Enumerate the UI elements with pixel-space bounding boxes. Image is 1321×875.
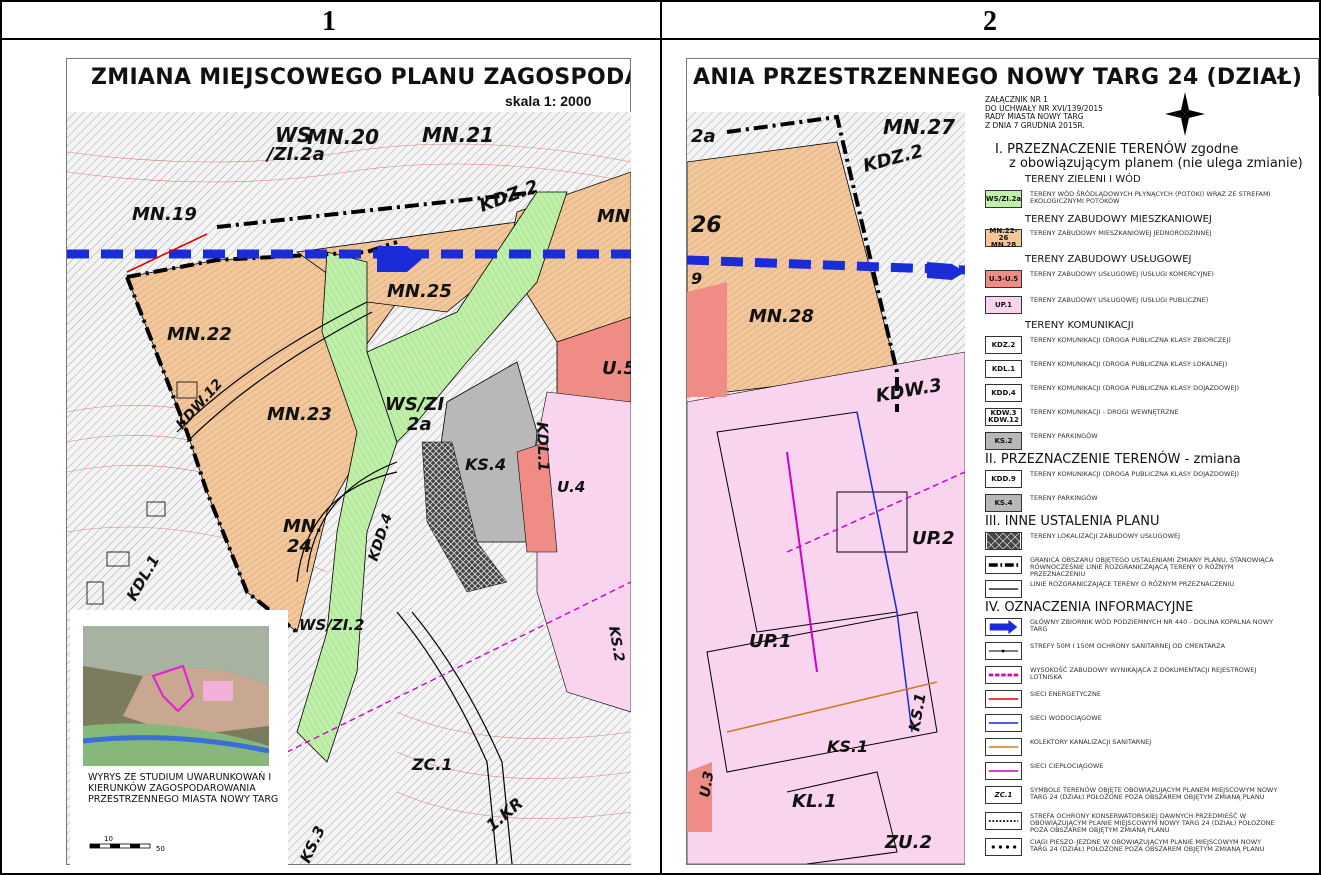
legend-item: WYSOKOŚĆ ZABUDOWY WYNIKAJĄCA Z DOKUMENTA… <box>985 666 1305 688</box>
label-zu2: ZU.2 <box>884 832 932 853</box>
label-ws-zl-top: WS <box>275 123 311 147</box>
legend-section-2: II. PRZEZNACZENIE TERENÓW - zmiana <box>985 452 1241 467</box>
inset-map[interactable] <box>83 626 269 766</box>
legend-item: KS.4 TERENY PARKINGÓW <box>985 494 1305 516</box>
legend-item: MN.22-26 MN.28 TERENY ZABUDOWY MIESZKANI… <box>985 227 1305 251</box>
boundary-line-icon <box>985 580 1022 598</box>
heating-line-icon <box>985 762 1022 780</box>
power-line-icon <box>985 690 1022 708</box>
label-ws-zl-center-2: 2a <box>407 414 432 435</box>
legend-item: CIĄGI PIESZO-JEZDNE W OBOWIĄZUJĄCYM PLAN… <box>985 838 1305 860</box>
legend-item: GŁÓWNY ZBIORNIK WÓD PODZIEMNYCH NR 440 -… <box>985 618 1305 640</box>
label-up1: UP.1 <box>749 631 792 652</box>
legend-group-service: TERENY ZABUDOWY USŁUGOWEJ <box>1025 254 1192 265</box>
label-zc1: ZC.1 <box>411 755 453 774</box>
legend-section-3: III. INNE USTALENIA PLANU <box>985 514 1160 529</box>
scalebar-end: 50 <box>156 845 165 853</box>
legend-item: STREFY 50m I 150m OCHRONY SANITARNEJ OD … <box>985 642 1305 664</box>
label-mn20: MN.20 <box>307 125 379 149</box>
right-map[interactable]: MN.27 KDZ.2 2a 26 9 MN.28 KDW.3 UP.2 UP.… <box>687 112 965 864</box>
legend-item: GRANICA OBSZARU OBJĘTEGO USTALENIAMI ZMI… <box>985 556 1305 578</box>
label-ks4: KS.4 <box>465 455 506 474</box>
panel-divider <box>660 0 662 875</box>
legend-item: STREFA OCHRONY KONSERWATORSKIEJ DAWNYCH … <box>985 812 1305 834</box>
legend-item: KOLEKTORY KANALIZACJI SANITARNEJ <box>985 738 1305 760</box>
legend-item: WS/ZI.2a TERENY WÓD ŚRÓDLĄDOWYCH PŁYNĄCY… <box>985 190 1305 212</box>
label-26: 26 <box>691 213 722 238</box>
label-kl1: KL.1 <box>792 791 837 812</box>
legend-section-1: I. PRZEZNACZENIE TERENÓW zgodne <box>995 142 1239 157</box>
conservation-zone-icon <box>985 812 1022 830</box>
crosshatch-icon <box>985 532 1022 550</box>
label-u3: U.3 <box>697 770 717 799</box>
building-height-icon <box>985 666 1022 684</box>
sanitary-zone-icon <box>985 642 1022 660</box>
legend-item: KDL.1 TERENY KOMUNIKACJI (DROGA PUBLICZN… <box>985 360 1305 382</box>
label-mn28: MN.28 <box>749 306 814 327</box>
label-mn24a: MN. <box>283 516 323 537</box>
label-mn25: MN.25 <box>387 281 452 302</box>
north-arrow-icon <box>1165 92 1205 136</box>
study-inset: WYRYS ZE STUDIUM UWARUNKOWAŃ I KIERUNKÓW… <box>70 610 288 865</box>
legend-item: SIECI WODOCIĄGOWE <box>985 714 1305 736</box>
legend-item: SIECI ENERGETYCZNE <box>985 690 1305 712</box>
label-ks1: KS.1 <box>827 737 868 756</box>
pedestrian-route-icon <box>985 838 1022 856</box>
label-mn19: MN.19 <box>132 204 197 225</box>
label-mn24b: 24 <box>287 536 312 557</box>
label-ws-zl-center-1: WS/ZI <box>385 394 444 415</box>
scale-label: skala 1: 2000 <box>505 93 592 109</box>
label-mn-right: MN. <box>597 206 631 227</box>
panel-number-left: 1 <box>322 6 336 37</box>
plan-boundary-icon <box>985 556 1022 574</box>
legend-item: LINIE ROZGRANICZAJĄCE TERENY O RÓŻNYM PR… <box>985 580 1305 602</box>
left-map-title: ZMIANA MIEJSCOWEGO PLANU ZAGOSPODAROW <box>91 65 630 90</box>
legend-section-4: IV. OZNACZENIA INFORMACYJNE <box>985 600 1194 615</box>
panel-number-right: 2 <box>983 6 997 37</box>
label-up2: UP.2 <box>912 528 955 549</box>
inset-caption: WYRYS ZE STUDIUM UWARUNKOWAŃ I KIERUNKÓW… <box>88 772 279 805</box>
water-line-icon <box>985 714 1022 732</box>
legend-group-green: TERENY ZIELENI I WÓD <box>1025 174 1141 185</box>
legend-item: KDD.9 TERENY KOMUNIKACJI (DROGA PUBLICZN… <box>985 470 1305 492</box>
label-ws-zl-top2: /ZI.2a <box>265 144 325 165</box>
annex-note: ZAŁĄCZNIK NR 1 DO UCHWAŁY NR XVI/139/201… <box>985 95 1103 130</box>
label-mn23: MN.23 <box>267 404 332 425</box>
legend-item: KDW.3 KDW.12 TERENY KOMUNIKACJI - DROGI … <box>985 408 1305 430</box>
scalebar-label: 10 <box>104 835 113 843</box>
legend-item: U.3-U.5 TERENY ZABUDOWY USŁUGOWEJ (USŁUG… <box>985 270 1305 292</box>
legend-item: KDZ.2 TERENY KOMUNIKACJI (DROGA PUBLICZN… <box>985 336 1305 358</box>
label-2a: 2a <box>691 126 716 147</box>
header-divider <box>0 38 1321 40</box>
label-mn22: MN.22 <box>167 324 232 345</box>
aquifer-arrow-icon <box>985 618 1022 636</box>
label-mn27: MN.27 <box>883 115 955 139</box>
scale-bar: 10 50 <box>89 835 165 853</box>
label-u5: U.5 <box>602 358 631 379</box>
label-mn21: MN.21 <box>422 123 494 147</box>
legend-item: UP.1 TERENY ZABUDOWY USŁUGOWEJ (USŁUGI P… <box>985 296 1305 318</box>
label-9: 9 <box>691 269 702 288</box>
right-map-title: ANIA PRZESTRZENNEGO NOWY TARG 24 (DZIAŁ) <box>693 65 1303 90</box>
legend-group-communication: TERENY KOMUNIKACJI <box>1025 320 1134 331</box>
legend-section-1-sub: z obowiązującym planem (nie ulega zmiani… <box>1009 156 1303 171</box>
legend-item: KS.2 TERENY PARKINGÓW <box>985 432 1305 454</box>
legend-item: SIECI CIEPŁOCIĄGOWE <box>985 762 1305 784</box>
label-ws-zl-bottom: WS/ZI.2 <box>299 616 364 634</box>
label-u4: U.4 <box>557 478 585 496</box>
map-legend: ZAŁĄCZNIK NR 1 DO UCHWAŁY NR XVI/139/201… <box>965 92 1319 866</box>
legend-item: ZC.1 SYMBOLE TERENÓW OBJĘTE OBOWIĄZUJĄCY… <box>985 786 1305 808</box>
legend-group-residential: TERENY ZABUDOWY MIESZKANIOWEJ <box>1025 214 1212 225</box>
legend-item: KDD.4 TERENY KOMUNIKACJI (DROGA PUBLICZN… <box>985 384 1305 406</box>
sewer-line-icon <box>985 738 1022 756</box>
legend-item: TERENY LOKALIZACJI ZABUDOWY USŁUGOWEJ <box>985 532 1305 554</box>
label-kdl1: KDL.1 <box>533 422 553 472</box>
label-ks2: KS.2 <box>605 625 627 663</box>
